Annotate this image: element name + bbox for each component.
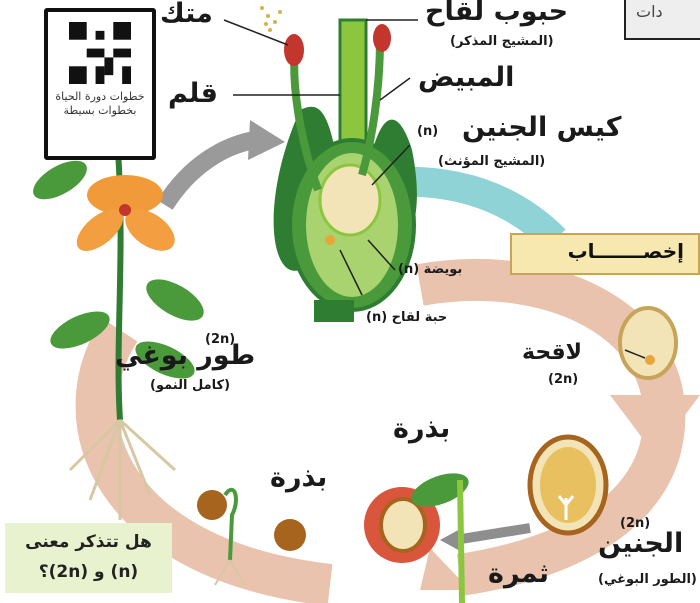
pollen-dots	[260, 6, 282, 32]
qr-code-card[interactable]: خطوات دورة الحياة بخطوات بسيطة	[44, 8, 156, 160]
fertilization-banner: إخصـــــــاب	[510, 233, 700, 275]
label-pollen: حبوب لقاح	[425, 0, 568, 27]
label-embryo-sac-sub: (المشيج المؤنث)	[438, 154, 545, 169]
label-anther: متك	[160, 0, 213, 29]
label-style: قلم	[168, 78, 218, 109]
label-seed-top: بذرة	[393, 413, 450, 444]
label-embryo-2n: (2n)	[620, 516, 650, 531]
label-zygote: لاقحة	[522, 340, 582, 365]
label-embryo-sub: (الطور البوغي)	[598, 572, 697, 587]
label-fruit: ثمرة	[488, 558, 549, 589]
grey-arrow-2	[455, 528, 530, 540]
zygote	[620, 308, 676, 378]
qr-code-icon	[69, 22, 131, 84]
note-line1: هل تتذكر معنى	[5, 527, 172, 557]
top-box-text: دات	[636, 2, 663, 21]
label-pollen-grain: حبة لقاح (n)	[366, 310, 447, 325]
label-zygote-sub: (2n)	[548, 372, 578, 387]
label-embryo-sac-n: (n)	[417, 124, 438, 139]
label-pollen-sub: (المشيج المذكر)	[450, 34, 554, 49]
note-box: هل تتذكر معنى (n) و (2n)؟	[5, 523, 172, 593]
fertilization-label: إخصـــــــاب	[568, 239, 684, 263]
label-ovary: المبيض	[418, 62, 514, 93]
note-line2: (n) و (2n)؟	[5, 557, 172, 587]
label-seed-center: بذرة	[270, 462, 327, 493]
label-embryo: الجنين	[598, 528, 683, 559]
qr-caption: خطوات دورة الحياة بخطوات بسيطة	[48, 90, 152, 118]
plant	[27, 150, 210, 520]
seed-ball	[274, 519, 306, 551]
label-embryo-sac: كيس الجنين	[462, 112, 621, 143]
top-box: دات	[624, 0, 700, 40]
grey-arrow	[165, 120, 285, 205]
embryo-seed	[530, 437, 606, 533]
pistil	[274, 20, 417, 322]
label-sporophyte-2n: (2n)	[205, 332, 235, 347]
label-sporophyte-sub: (كامل النمو)	[150, 378, 230, 393]
label-egg: بويضة (n)	[398, 262, 462, 277]
